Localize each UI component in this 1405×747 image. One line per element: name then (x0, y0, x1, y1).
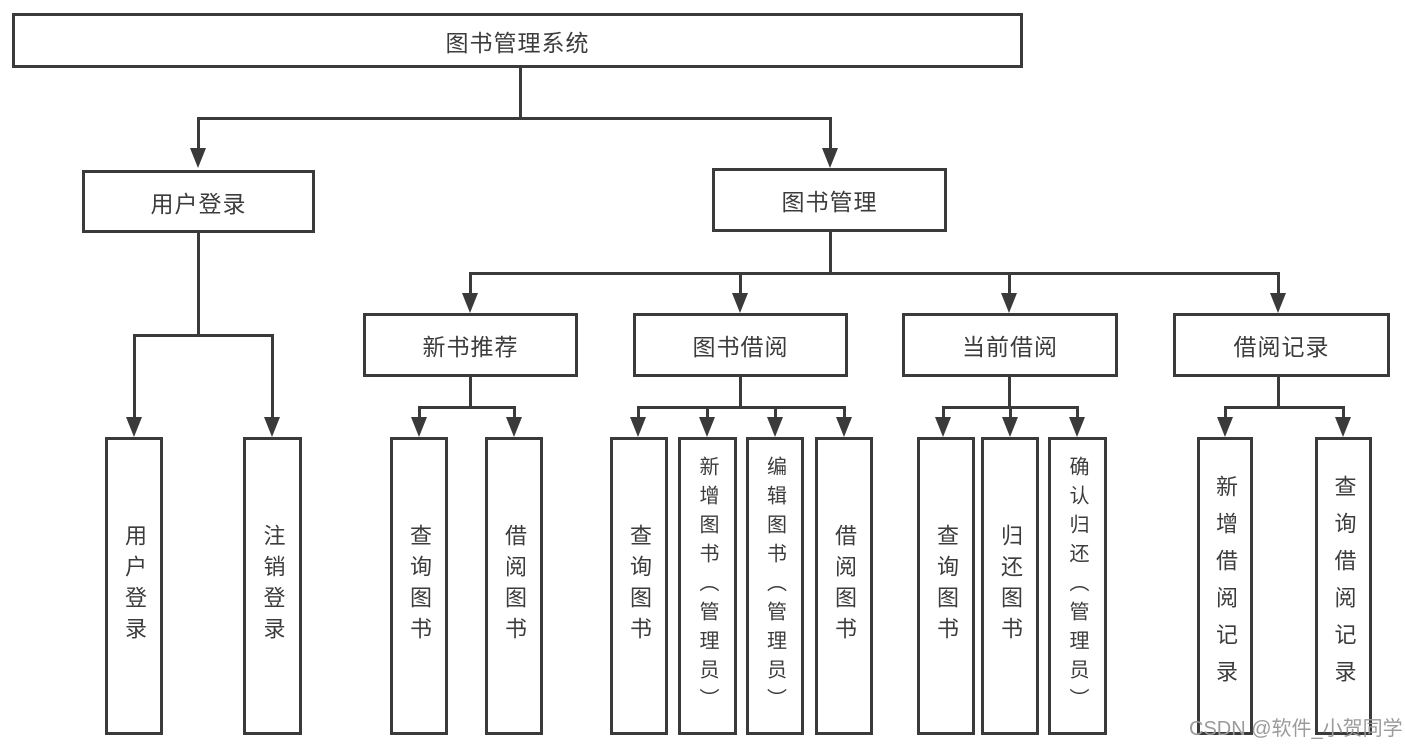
connector-line (1008, 272, 1011, 295)
arrow-down-icon (935, 417, 951, 437)
leaf-login: 用户登录 (105, 437, 163, 735)
arrow-down-icon (411, 417, 427, 437)
connector-line (469, 272, 472, 295)
arrow-down-icon (190, 148, 206, 168)
csdn-watermark: CSDN @软件_小贺同学 (1189, 718, 1403, 740)
arrow-down-icon (462, 293, 478, 313)
node-current-borrow: 当前借阅 (902, 313, 1118, 377)
connector-line (1008, 377, 1011, 408)
connector-line (1076, 406, 1079, 420)
arrow-down-icon (1217, 417, 1233, 437)
leaf-borrow-query-books: 查询图书 (610, 437, 668, 735)
connector-line (1224, 406, 1345, 409)
connector-line (418, 406, 516, 409)
leaf-records-add-record: 新增借阅记录 (1197, 437, 1253, 735)
leaf-current-confirm-return: 确认归还（管理员） (1048, 437, 1107, 735)
connector-line (197, 117, 832, 120)
arrow-down-icon (822, 148, 838, 168)
connector-line (1342, 406, 1345, 420)
arrow-down-icon (630, 417, 646, 437)
arrow-down-icon (126, 417, 142, 437)
connector-line (133, 334, 274, 337)
arrow-down-icon (699, 417, 715, 437)
arrow-down-icon (836, 417, 852, 437)
connector-line (197, 233, 200, 336)
leaf-borrow-borrow-books: 借阅图书 (815, 437, 873, 735)
connector-line (739, 377, 742, 408)
connector-line (829, 117, 832, 150)
connector-line (739, 272, 742, 295)
arrow-down-icon (264, 417, 280, 437)
node-new-book-recommend: 新书推荐 (363, 313, 578, 377)
connector-line (774, 406, 777, 420)
connector-line (1224, 406, 1227, 420)
node-book-management: 图书管理 (712, 168, 947, 232)
arrow-down-icon (732, 293, 748, 313)
connector-line (1277, 272, 1280, 295)
connector-line (637, 406, 845, 409)
connector-line (637, 406, 640, 420)
connector-line (942, 406, 945, 420)
leaf-recommend-borrow-books: 借阅图书 (485, 437, 543, 735)
connector-line (1277, 377, 1280, 408)
connector-line (271, 334, 274, 419)
leaf-records-query-record: 查询借阅记录 (1315, 437, 1372, 735)
leaf-borrow-edit-books: 编辑图书（管理员） (746, 437, 804, 735)
arrow-down-icon (1002, 417, 1018, 437)
arrow-down-icon (1069, 417, 1085, 437)
node-borrow-records: 借阅记录 (1173, 313, 1390, 377)
connector-line (1009, 406, 1012, 420)
arrow-down-icon (1001, 293, 1017, 313)
leaf-borrow-add-books: 新增图书（管理员） (678, 437, 737, 735)
arrow-down-icon (1270, 293, 1286, 313)
leaf-current-return-books: 归还图书 (981, 437, 1039, 735)
connector-line (418, 406, 421, 420)
connector-line (513, 406, 516, 420)
connector-line (133, 334, 136, 419)
leaf-current-query-books: 查询图书 (917, 437, 975, 735)
arrow-down-icon (1335, 417, 1351, 437)
connector-line (197, 117, 200, 150)
arrow-down-icon (506, 417, 522, 437)
connector-line (469, 272, 1280, 275)
connector-line (843, 406, 846, 420)
node-root: 图书管理系统 (12, 13, 1023, 68)
connector-line (706, 406, 709, 420)
leaf-logout: 注销登录 (243, 437, 302, 735)
node-book-borrow: 图书借阅 (633, 313, 848, 377)
node-user-login: 用户登录 (82, 170, 315, 233)
connector-line (469, 377, 472, 408)
arrow-down-icon (767, 417, 783, 437)
connector-line (519, 67, 522, 120)
connector-line (829, 232, 832, 274)
leaf-recommend-query-books: 查询图书 (390, 437, 448, 735)
